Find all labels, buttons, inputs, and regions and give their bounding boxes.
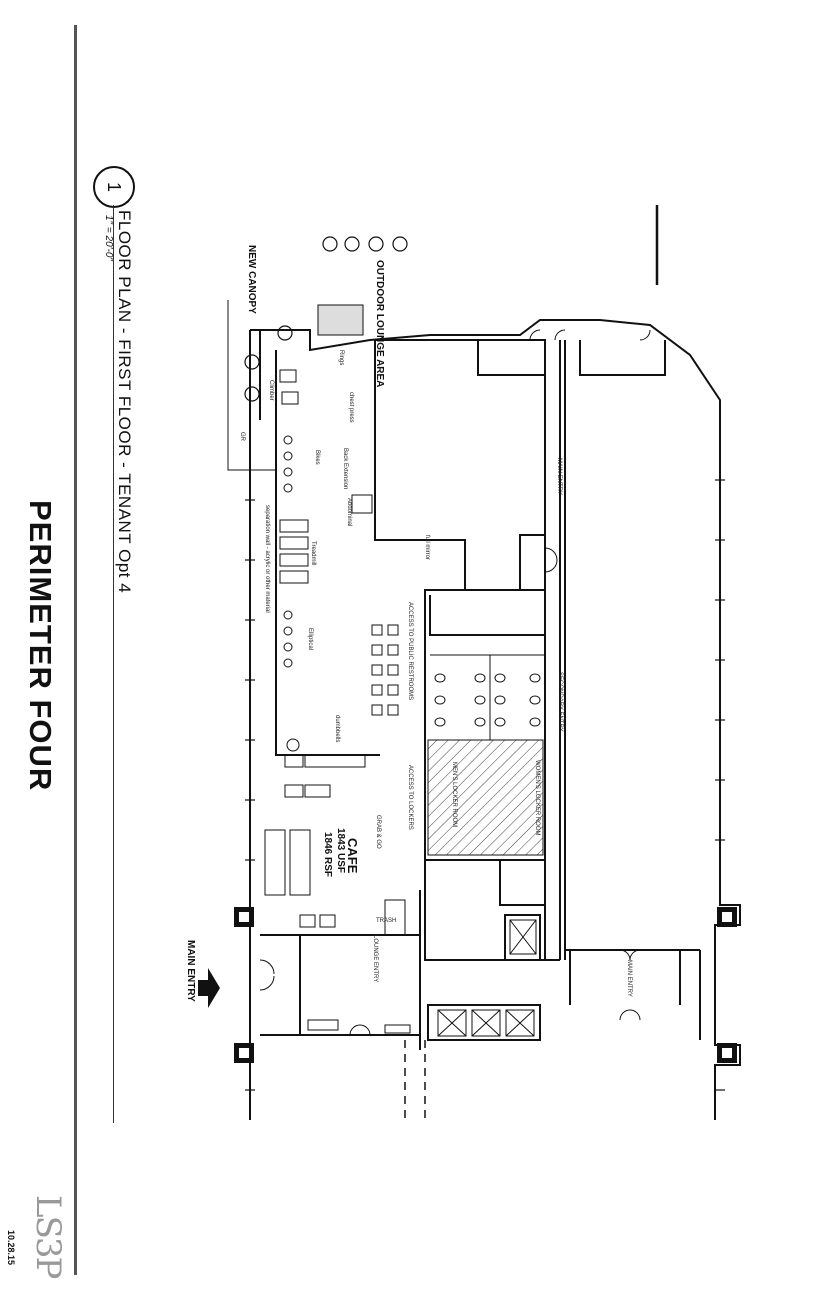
outdoor-lounge-label: OUTDOOR LOUNGE AREA <box>374 260 385 388</box>
fitness-equipment <box>279 369 399 752</box>
fitness-wall <box>275 350 380 756</box>
main-entry-label-bottom: MAIN ENTRY <box>626 960 632 997</box>
lobby-walls <box>260 890 421 1050</box>
locker-hatch <box>427 739 544 856</box>
elevator-top <box>504 914 541 961</box>
gr-label: GR <box>239 432 245 441</box>
main-entry-label-left: MAIN ENTRY <box>185 940 196 1002</box>
full-mirror-label: full mirror <box>424 535 430 560</box>
lounge-entry-label: LOUNGE ENTRY <box>372 935 378 983</box>
mens-locker-label: MEN'S LOCKER ROOM <box>451 762 457 828</box>
door-swings <box>259 329 651 1036</box>
cafe-furniture <box>264 754 411 1034</box>
dashed-path <box>404 1040 426 1120</box>
subtitle-underline <box>113 205 114 1123</box>
separation-wall-label: separation wall - acrylic or other mater… <box>264 505 270 613</box>
womens-locker-label: WOMEN'S LOCKER ROOM <box>534 760 540 836</box>
interior-corridor <box>544 340 700 961</box>
window-mullions <box>245 479 725 1091</box>
lobby-right <box>569 950 701 1040</box>
restroom-fixtures <box>430 654 545 740</box>
access-restrooms-label: ACCESS TO PUBLIC RESTROOMS <box>407 602 413 701</box>
building-outline <box>249 319 741 1120</box>
main-entry-arrow <box>198 968 220 1008</box>
elevator-bank <box>427 1004 541 1041</box>
sheet-border-line <box>74 25 77 1275</box>
treadmill-label: Treadmill <box>310 541 316 566</box>
outdoor-tables <box>244 236 408 402</box>
rings-label: Rings <box>338 350 344 366</box>
back-extension-label: Back Extension <box>342 448 348 490</box>
cafe-label: CAFE <box>345 838 360 874</box>
right-rooms <box>477 340 666 376</box>
main-entry-label-top: MAIN ENTRY <box>556 458 562 495</box>
cafe-rsf-label: 1846 RSF <box>322 832 333 878</box>
access-lockers-label: ACCESS TO LOCKERS <box>407 765 413 830</box>
new-canopy-label: NEW CANOPY <box>246 245 257 314</box>
abdominal-label: Abdominal <box>346 498 352 527</box>
outdoor-lounge-pad <box>317 304 364 336</box>
cafe-usf-label: 1843 USF <box>335 828 346 874</box>
detail-circle: 1 <box>93 166 135 208</box>
canopy-outline <box>227 300 276 471</box>
dumbbells-label: dumbbells <box>334 715 340 743</box>
service-walls <box>424 860 546 961</box>
chest-press-label: chest press <box>348 392 354 423</box>
core-walls <box>424 589 546 861</box>
trash-label: TRASH <box>376 918 397 924</box>
inner-wall-top <box>374 339 546 591</box>
grab-go-label: GRAB & GO <box>375 815 381 849</box>
bikes-label: Bikes <box>314 450 320 465</box>
elevator-cars <box>437 919 537 1037</box>
elliptical-label: Elliptical <box>307 628 313 651</box>
climber-label: Climber <box>268 380 274 401</box>
secondary-entry-label: SECONDARY ENTRY <box>557 672 563 732</box>
